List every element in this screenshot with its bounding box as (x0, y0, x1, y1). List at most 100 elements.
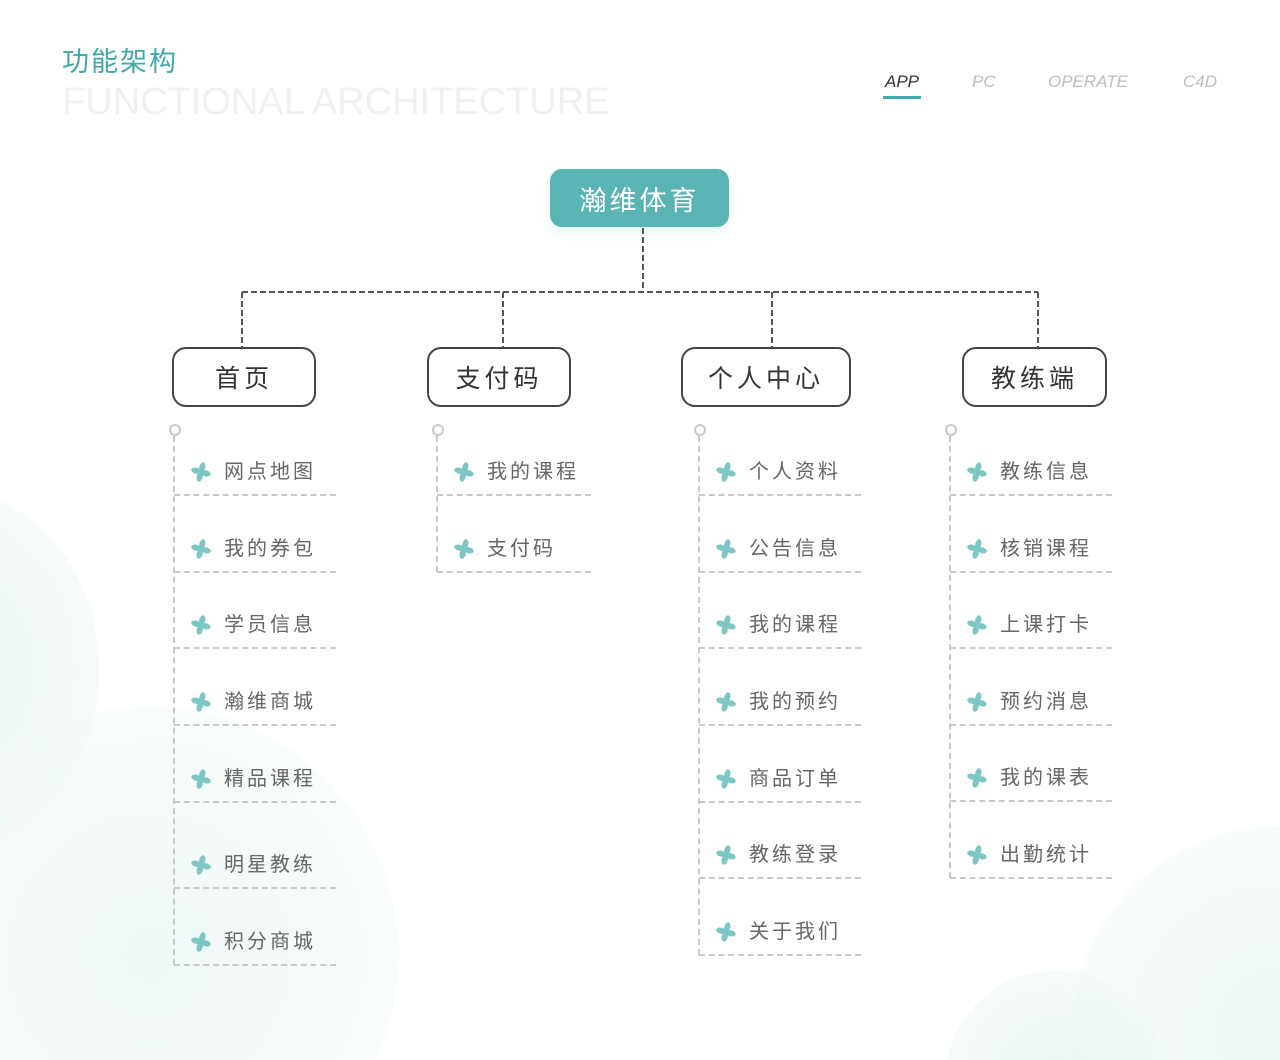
list-item: 教练信息 (967, 457, 1092, 485)
item-underline (699, 494, 861, 496)
leaf-icon (716, 461, 736, 482)
item-underline (950, 494, 1112, 496)
item-underline (699, 801, 861, 803)
leaf-icon (191, 768, 211, 789)
leaf-icon (716, 921, 736, 942)
decor-bubble (0, 705, 400, 1060)
list-item: 公告信息 (716, 534, 841, 562)
leaf-icon (967, 614, 987, 635)
branch-start-dot (694, 424, 706, 436)
item-underline (174, 571, 336, 573)
tab-c4d[interactable]: C4D (1183, 72, 1218, 91)
item-label: 我的券包 (224, 536, 316, 560)
item-label: 上课打卡 (1000, 612, 1092, 636)
tab-app[interactable]: APP (882, 72, 922, 99)
item-label: 核销课程 (1000, 536, 1092, 560)
list-item: 我的预约 (716, 687, 841, 715)
list-item: 积分商城 (191, 927, 316, 955)
item-label: 支付码 (487, 536, 556, 560)
list-item: 网点地图 (191, 457, 316, 485)
item-underline (174, 494, 336, 496)
item-underline (699, 954, 861, 956)
node-home: 首页 (172, 347, 316, 407)
leaf-icon (967, 461, 987, 482)
branch-start-dot (432, 424, 444, 436)
leaf-icon (716, 691, 736, 712)
item-label: 网点地图 (224, 459, 316, 483)
item-underline (950, 571, 1112, 573)
list-item: 我的课程 (454, 457, 579, 485)
item-label: 商品订单 (749, 766, 841, 790)
item-label: 预约消息 (1000, 689, 1092, 713)
leaf-icon (967, 538, 987, 559)
item-underline (437, 494, 591, 496)
leaf-icon (716, 768, 736, 789)
leaf-icon (716, 844, 736, 865)
tab-operate[interactable]: OPERATE (1048, 72, 1128, 91)
list-item: 教练登录 (716, 840, 841, 868)
branch-line (698, 436, 700, 955)
branch-line (949, 436, 951, 878)
leaf-icon (191, 931, 211, 952)
item-underline (950, 647, 1112, 649)
list-item: 瀚维商城 (191, 687, 316, 715)
leaf-icon (191, 854, 211, 875)
list-item: 个人资料 (716, 457, 841, 485)
item-label: 教练信息 (1000, 459, 1092, 483)
item-label: 我的课程 (749, 612, 841, 636)
leaf-icon (967, 844, 987, 865)
item-underline (174, 801, 336, 803)
list-item: 上课打卡 (967, 610, 1092, 638)
leaf-icon (716, 538, 736, 559)
leaf-icon (967, 767, 987, 788)
item-label: 公告信息 (749, 536, 841, 560)
item-label: 明星教练 (224, 852, 316, 876)
item-underline (950, 877, 1112, 879)
list-item: 出勤统计 (967, 840, 1092, 868)
branch-line (436, 436, 438, 572)
leaf-icon (967, 691, 987, 712)
list-item: 我的券包 (191, 534, 316, 562)
tab-pc[interactable]: PC (972, 72, 996, 91)
item-label: 出勤统计 (1000, 842, 1092, 866)
page-title: 功能架构 (62, 47, 178, 78)
leaf-icon (191, 538, 211, 559)
leaf-icon (191, 691, 211, 712)
list-item: 支付码 (454, 534, 556, 562)
decor-bubble (945, 970, 1165, 1060)
list-item: 明星教练 (191, 850, 316, 878)
list-item: 我的课程 (716, 610, 841, 638)
item-label: 学员信息 (224, 612, 316, 636)
list-item: 我的课表 (967, 763, 1092, 791)
item-underline (699, 647, 861, 649)
item-underline (174, 724, 336, 726)
root-node: 瀚维体育 (550, 169, 729, 227)
item-underline (699, 724, 861, 726)
branch-start-dot (945, 424, 957, 436)
branch-line (173, 436, 175, 965)
list-item: 核销课程 (967, 534, 1092, 562)
item-underline (437, 571, 591, 573)
item-label: 精品课程 (224, 766, 316, 790)
item-underline (174, 647, 336, 649)
item-underline (174, 887, 336, 889)
branch-start-dot (169, 424, 181, 436)
item-label: 教练登录 (749, 842, 841, 866)
leaf-icon (191, 614, 211, 635)
item-label: 积分商城 (224, 929, 316, 953)
item-underline (174, 964, 336, 966)
list-item: 商品订单 (716, 764, 841, 792)
title-en: FUNCTIONAL ARCHITECTURE (62, 81, 610, 123)
item-label: 个人资料 (749, 459, 841, 483)
list-item: 精品课程 (191, 764, 316, 792)
item-underline (950, 800, 1112, 802)
item-label: 关于我们 (749, 919, 841, 943)
item-underline (950, 724, 1112, 726)
item-label: 我的课程 (487, 459, 579, 483)
item-label: 我的预约 (749, 689, 841, 713)
list-item: 学员信息 (191, 610, 316, 638)
leaf-icon (454, 461, 474, 482)
node-personal-center: 个人中心 (681, 347, 851, 407)
